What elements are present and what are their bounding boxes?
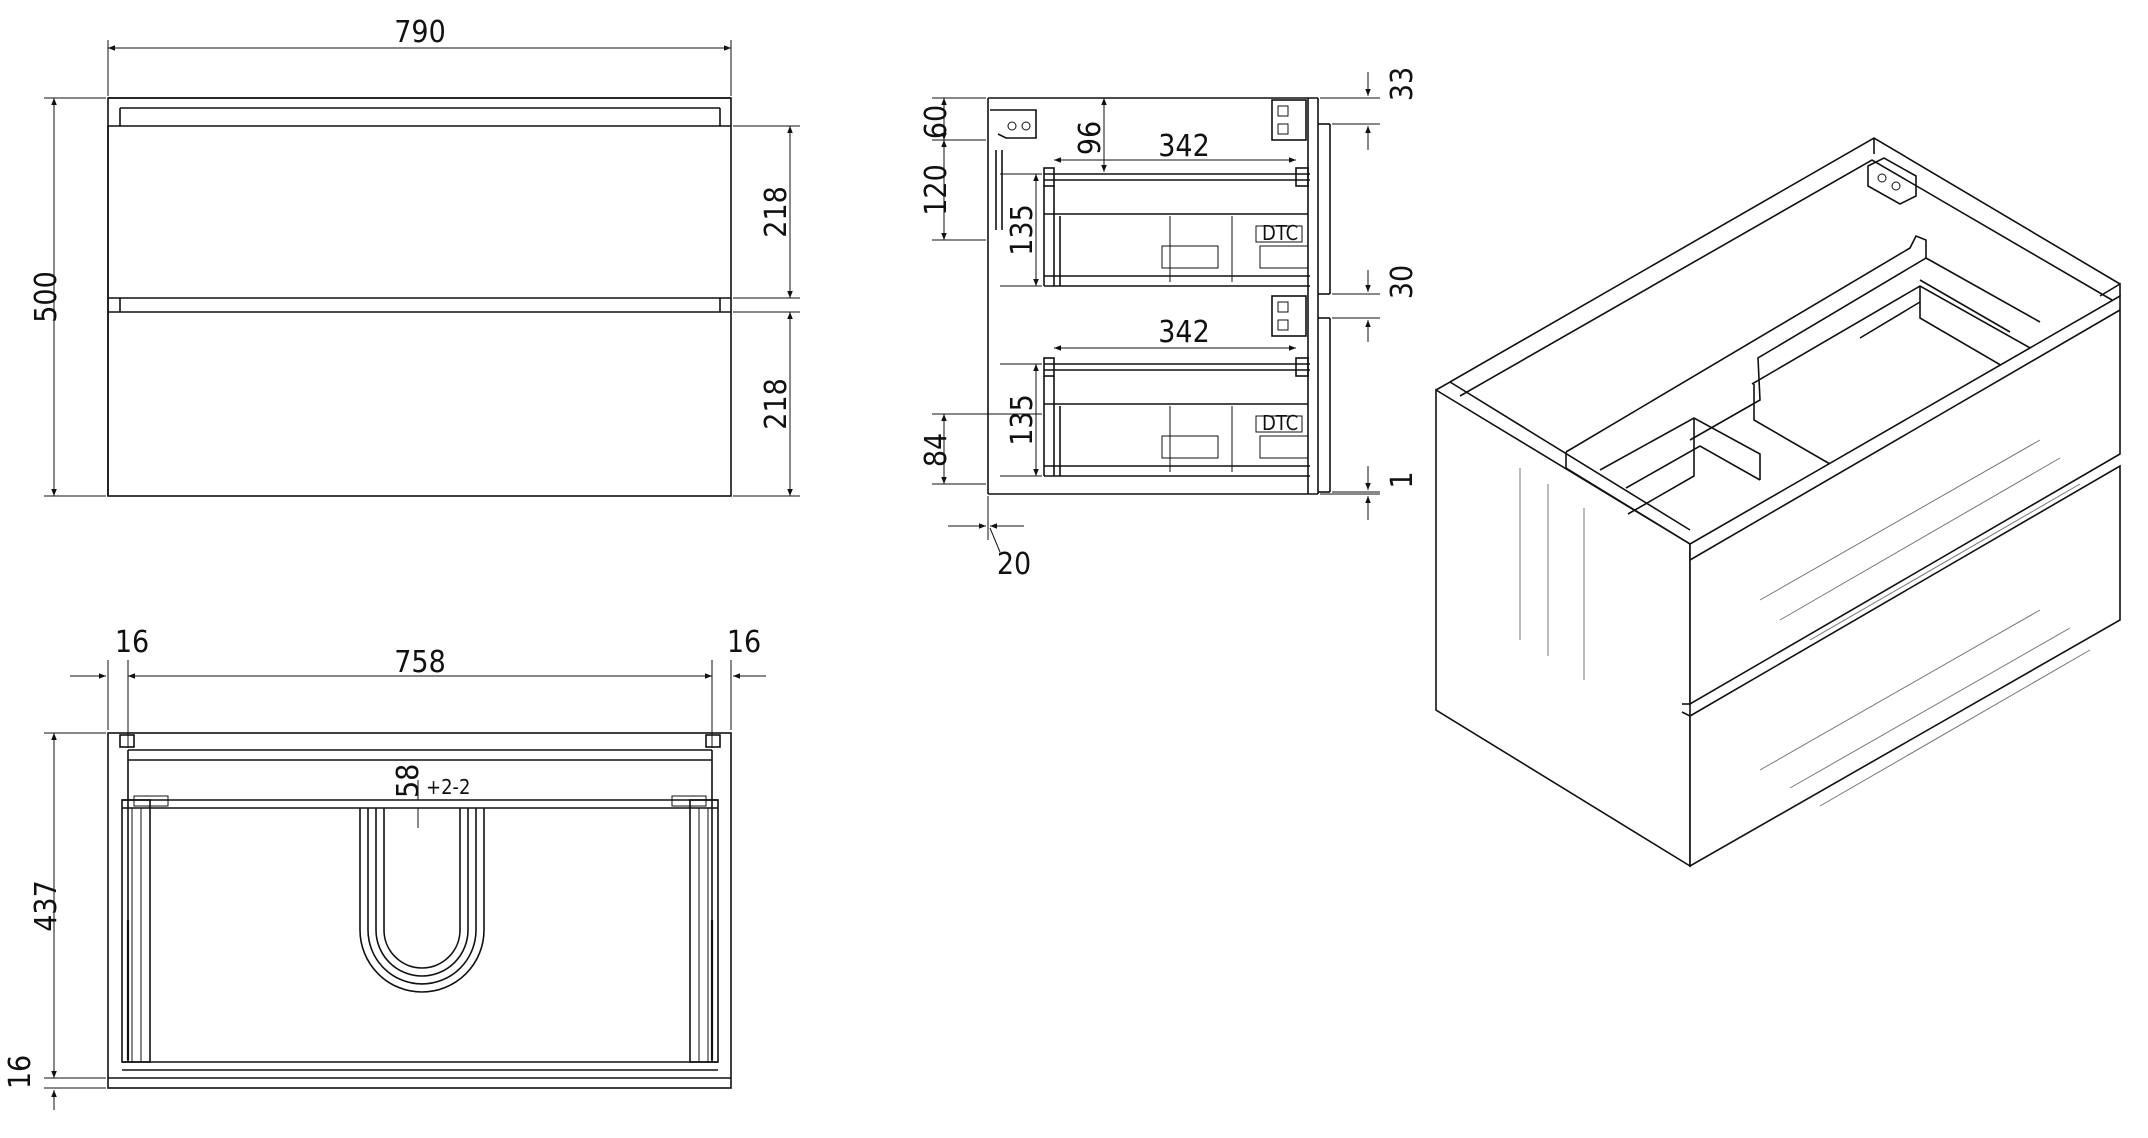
- dim-drawer-top-height: 218: [759, 186, 794, 238]
- dim-side-right: 16: [727, 625, 761, 660]
- dim-back-offset: 20: [997, 547, 1031, 582]
- dim-depth: 437: [29, 880, 64, 932]
- dim-side-left: 16: [115, 625, 149, 660]
- dim-slide-length-bottom: 342: [1158, 315, 1210, 350]
- dim-slide-length-top: 342: [1158, 129, 1210, 164]
- side-section: DTC DTC 60 120 135 135: [919, 67, 1420, 582]
- dim-overall-width: 790: [394, 15, 446, 50]
- slide-brand-top: DTC: [1262, 221, 1298, 245]
- top-view: 758 16 16 437 16 58 +2-2: [3, 625, 766, 1110]
- dim-back-thickness: 16: [3, 1055, 38, 1089]
- dim-middle-gap: 30: [1385, 265, 1420, 299]
- dim-top-clearance: 33: [1385, 67, 1420, 101]
- slide-brand-bottom: DTC: [1262, 411, 1298, 435]
- isometric-view: [1435, 137, 2121, 868]
- dim-drawer-depth-bottom: 135: [1005, 394, 1040, 446]
- dim-cutout: 58: [391, 764, 426, 798]
- dim-rail-offset: 96: [1073, 121, 1108, 155]
- dim-rail-height-top: 120: [919, 164, 954, 216]
- dim-tolerance: +2-2: [426, 775, 470, 799]
- dim-top-gap: 60: [919, 105, 954, 139]
- dim-overall-height: 500: [29, 271, 64, 323]
- dim-bottom-clearance: 1: [1385, 471, 1420, 488]
- front-view: 790 500 218 218: [29, 15, 800, 497]
- dim-drawer-bottom-height: 218: [759, 378, 794, 430]
- dim-drawer-depth-top: 135: [1005, 204, 1040, 256]
- dim-bottom-rail: 84: [919, 433, 954, 467]
- dim-inner-width: 758: [394, 645, 446, 680]
